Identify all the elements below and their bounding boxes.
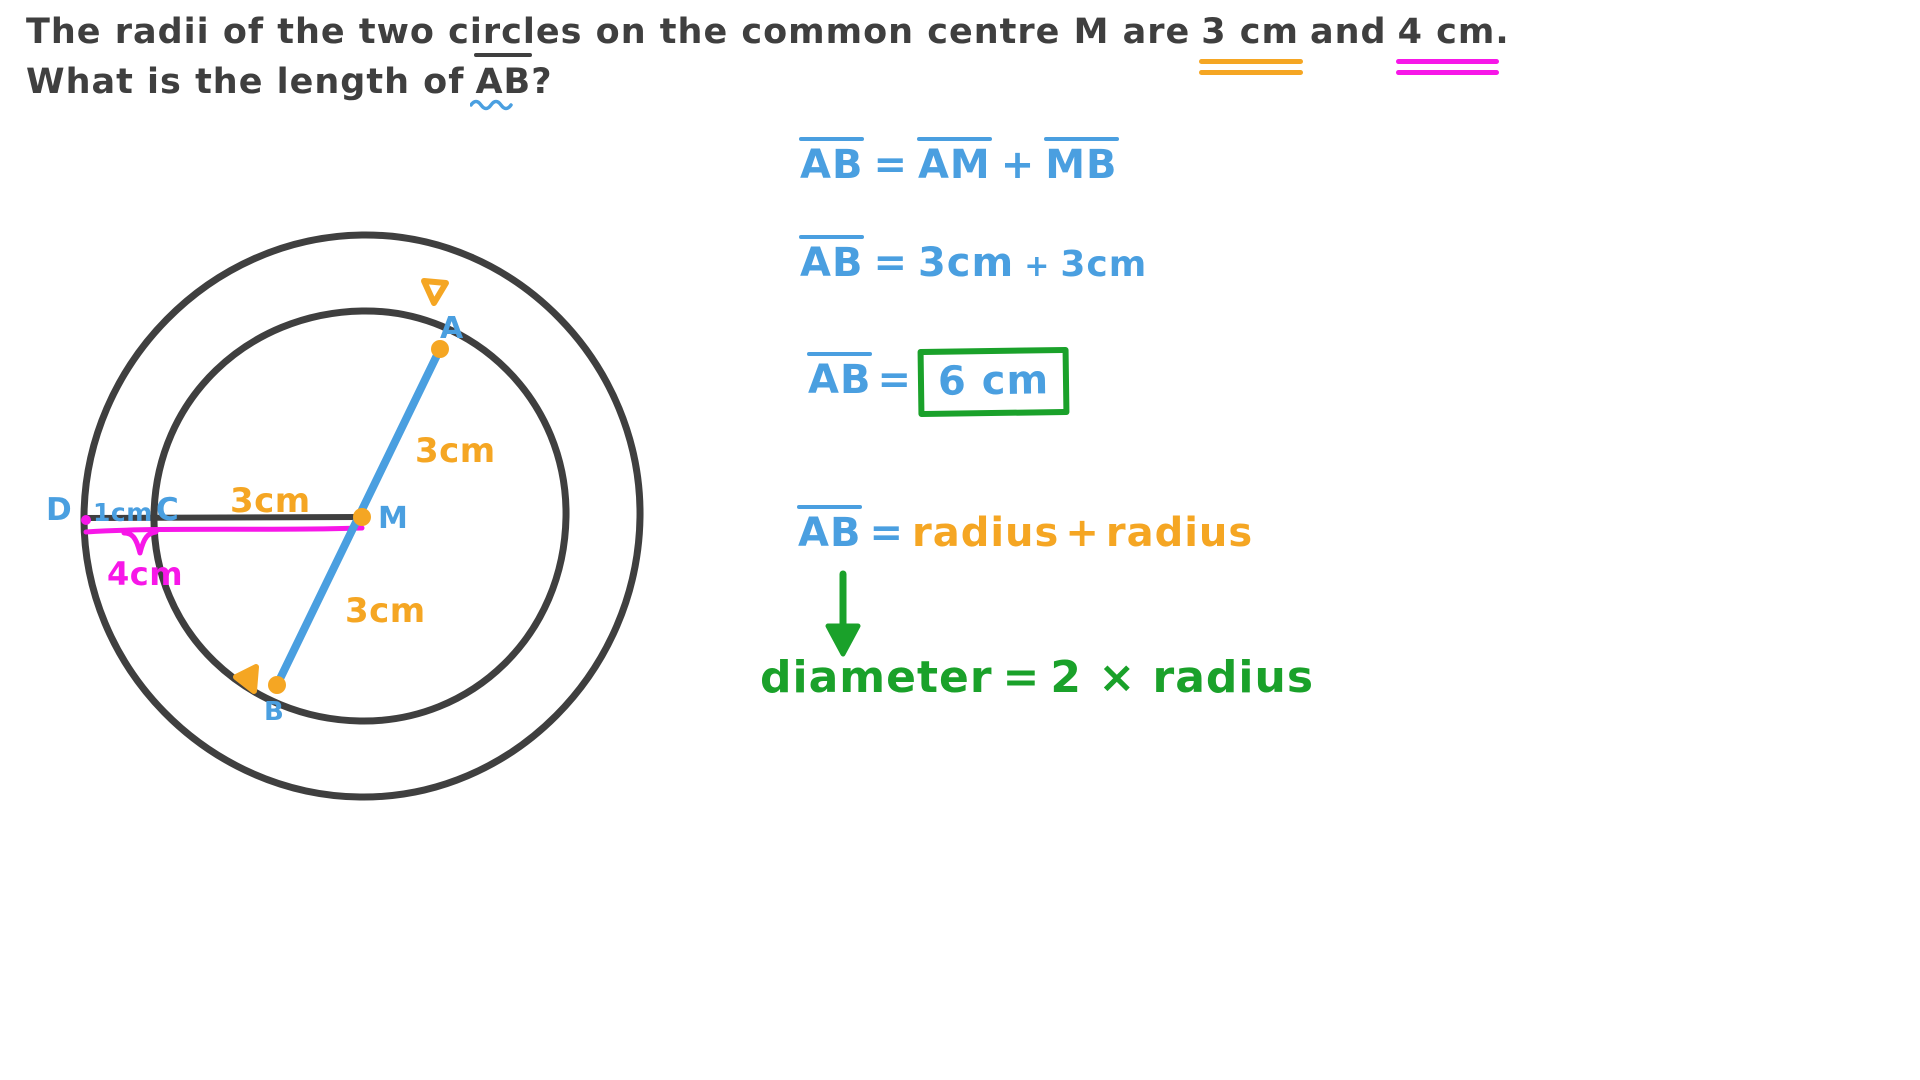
point-label-b: B: [264, 697, 285, 727]
arrow-marker-top: [421, 278, 449, 306]
point-m-dot: [353, 508, 371, 526]
step2-term2: 3cm: [1060, 244, 1148, 285]
step1-term1: AM: [916, 137, 992, 188]
step4-term2: radius: [1105, 510, 1254, 556]
step1-plus: +: [1000, 142, 1036, 188]
answer-value: 6 cm: [937, 357, 1050, 405]
worked-solution: AB=AM+MB AB=3cm+3cm AB=6 cm AB=radius+ra…: [760, 137, 1880, 740]
circle-diagram: A B M C D 1cm 3cm 4cm 3cm 3cm: [40, 215, 720, 855]
outer-circle: [80, 231, 644, 801]
solution-step-4: AB=radius+radius: [796, 505, 1254, 556]
solution-step-5: diameter=2 × radius: [760, 652, 1314, 703]
step2-plus: +: [1024, 249, 1051, 284]
length-label-dm: 4cm: [107, 555, 184, 593]
length-label-am: 3cm: [415, 431, 496, 471]
line-dm: [81, 514, 365, 521]
point-label-m: M: [378, 501, 409, 536]
point-label-a: A: [440, 311, 464, 346]
solution-step-3: AB= 6 cm: [806, 346, 1070, 418]
point-label-c: C: [156, 492, 180, 528]
arrow-marker-bottom: [233, 664, 259, 694]
question-line1-lead: The radii of the two circles on the comm…: [26, 12, 1191, 52]
highlight-4cm: 4 cm: [1395, 8, 1500, 75]
solution-step-2: AB=3cm+3cm: [798, 235, 1148, 286]
length-label-mb: 3cm: [345, 591, 426, 631]
step1-equals: =: [873, 142, 908, 188]
step4-lhs: AB: [796, 505, 863, 556]
ab-squiggle-underline: [470, 99, 513, 111]
inner-circle: [150, 307, 570, 725]
question-line-1: The radii of the two circles on the comm…: [26, 8, 1510, 75]
question-line2-lead: What is the length of: [26, 62, 465, 102]
point-label-d: D: [46, 492, 73, 528]
question-text: The radii of the two circles on the comm…: [26, 8, 1510, 106]
step5-equals: =: [1002, 652, 1041, 703]
step4-plus: +: [1065, 510, 1100, 556]
highlight-3cm: 3 cm: [1199, 8, 1303, 75]
magenta-brace-tick: [121, 529, 159, 556]
question-line2-qmark: ?: [531, 62, 553, 102]
length-label-cm: 3cm: [230, 481, 311, 521]
magenta-measure-line: [83, 525, 365, 535]
point-b-dot: [268, 676, 286, 694]
answer-box: 6 cm: [917, 346, 1070, 418]
question-line1-period: .: [1495, 12, 1510, 52]
step3-lhs: AB: [806, 352, 873, 403]
point-d-dot: [81, 515, 91, 525]
step2-equals: =: [873, 240, 908, 286]
step4-equals: =: [869, 510, 904, 556]
solution-step-1: AB=AM+MB: [798, 137, 1119, 188]
step3-equals: =: [877, 357, 912, 403]
step4-term1: radius: [911, 510, 1060, 556]
step1-lhs: AB: [798, 137, 865, 188]
step2-term1: 3cm: [917, 240, 1015, 286]
step5-right: 2 × radius: [1050, 652, 1315, 703]
point-a-dot: [431, 340, 449, 358]
step1-term2: MB: [1044, 137, 1119, 188]
segment-ab-label: AB: [474, 53, 532, 106]
diagram-svg: [80, 231, 644, 801]
length-label-dc: 1cm: [93, 498, 153, 527]
step2-lhs: AB: [798, 235, 865, 286]
question-line1-join: and: [1309, 12, 1387, 52]
green-down-arrow: [825, 570, 861, 657]
step5-left: diameter: [760, 652, 993, 703]
